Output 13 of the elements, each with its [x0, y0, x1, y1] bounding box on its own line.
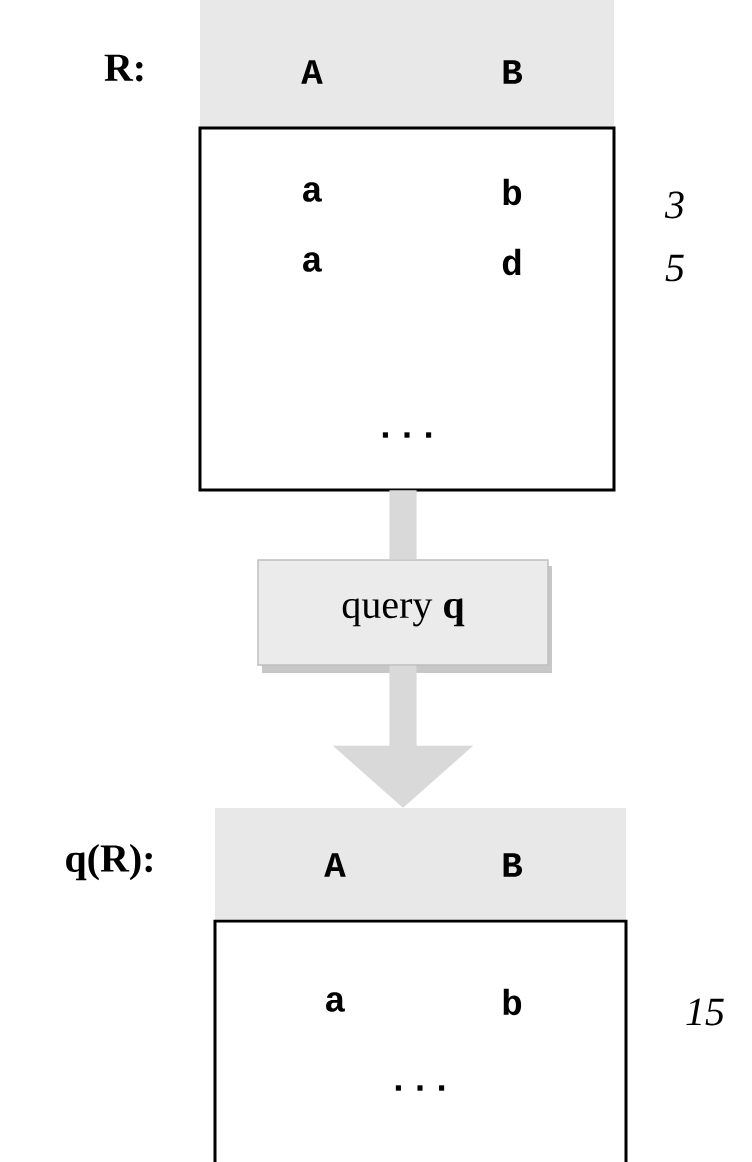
cell-value: a — [326, 992, 345, 1012]
row-annotation: 3 — [664, 191, 684, 219]
cell-value: b — [503, 988, 522, 1016]
row-annotation: 15 — [686, 998, 724, 1026]
ellipsis: ... — [395, 1085, 445, 1091]
row-annotation: 5 — [665, 254, 684, 282]
arrow — [332, 665, 474, 808]
table-name: q(R): — [66, 843, 152, 881]
column-header: A — [301, 60, 323, 84]
connector-bar — [389, 490, 417, 560]
query-box: query q — [257, 559, 552, 673]
column-header: B — [503, 60, 523, 84]
table-name: R: — [104, 54, 143, 82]
